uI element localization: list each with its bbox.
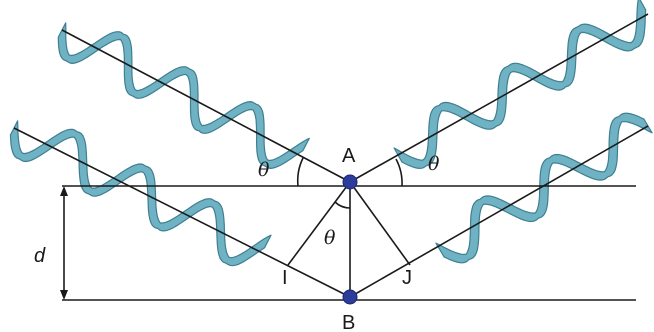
label-theta-reflected: θ (428, 153, 440, 175)
wave-incident-lower (9, 120, 272, 267)
wave-reflected-lower (435, 112, 653, 264)
segment-AJ (349, 181, 411, 266)
label-theta-inner: θ (324, 227, 336, 249)
label-d: d (34, 245, 46, 267)
spacing-arrowhead-bottom (60, 290, 68, 300)
label-B: B (342, 312, 355, 332)
incident-ray-upper (61, 29, 351, 183)
label-I: I (282, 267, 288, 289)
reflected-ray-lower (349, 125, 649, 298)
x-ray-waves (9, 0, 653, 267)
angle-arc-reflected (395, 158, 403, 187)
atom-A (342, 174, 358, 190)
angle-arc-incident (296, 157, 304, 187)
angle-arc-inner (334, 201, 351, 209)
label-J: J (402, 267, 412, 289)
label-A: A (342, 145, 356, 167)
incident-ray-lower (13, 127, 351, 298)
reflected-ray-upper (349, 13, 649, 183)
wave-reflected-upper (393, 0, 647, 169)
label-theta-incident: θ (258, 159, 270, 181)
wave-incident-upper (57, 22, 310, 169)
spacing-arrowhead-top (60, 186, 68, 196)
segment-AI (287, 181, 351, 266)
atom-B (342, 289, 358, 305)
